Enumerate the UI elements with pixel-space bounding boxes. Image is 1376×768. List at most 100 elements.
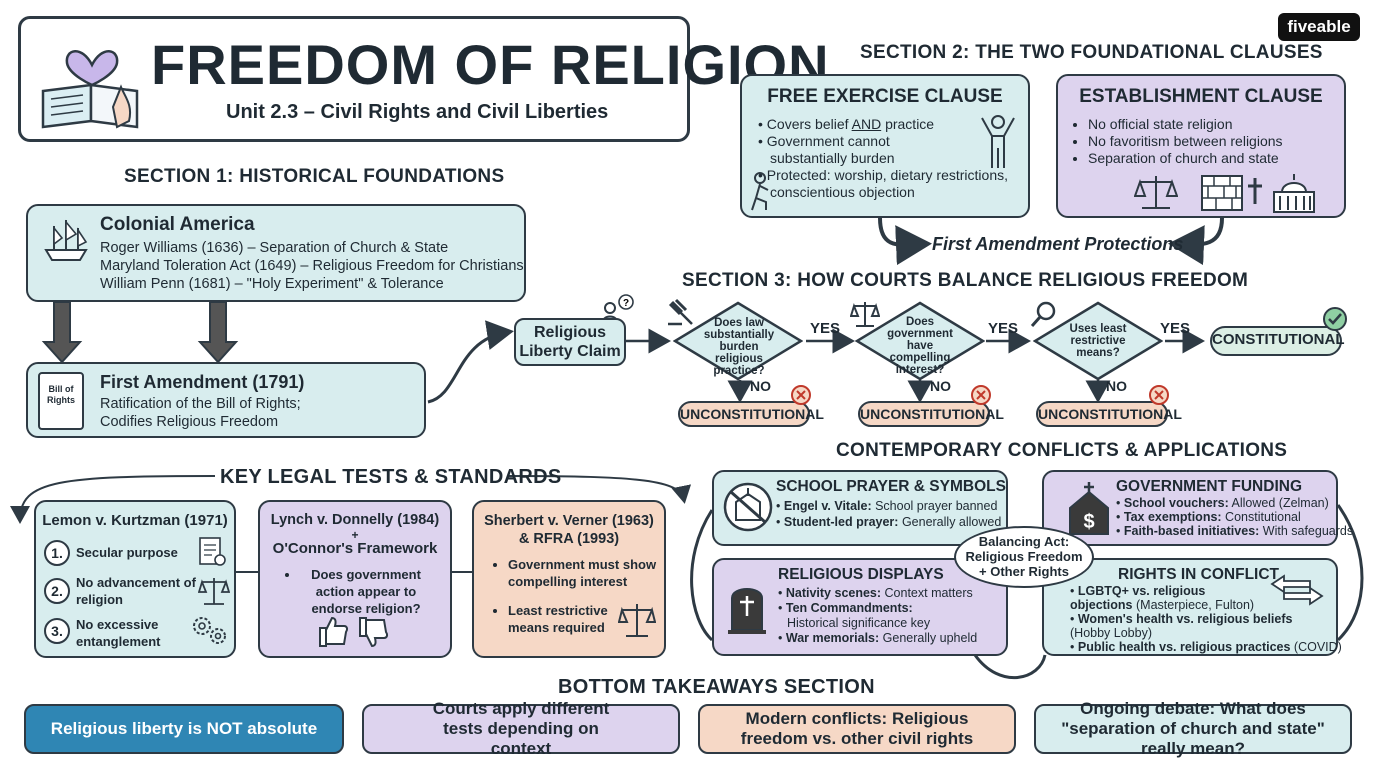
thumbs-up-icon: [319, 616, 349, 647]
displays-item-3: • War memorials: Generally upheld: [778, 631, 978, 645]
school-title: SCHOOL PRAYER & SYMBOLS: [776, 478, 1006, 495]
protections-label: First Amendment Protections: [932, 234, 1184, 254]
balancing-act-oval: Balancing Act: Religious Freedom + Other…: [954, 526, 1094, 588]
displays-title: RELIGIOUS DISPLAYS: [778, 566, 944, 583]
takeaway-1: Religious liberty is NOT absolute: [24, 704, 344, 754]
rights-item-2: • Women's health vs. religious beliefs (…: [1070, 612, 1293, 640]
funding-item-3: • Faith-based initiatives: With safeguar…: [1116, 524, 1354, 538]
sherbert-title: Sherbert v. Verner (1963) & RFRA (1993): [484, 513, 654, 547]
wall-icon: [1201, 175, 1243, 211]
arrow-amendment-to-claim: [427, 320, 514, 404]
page-title: FREEDOM OF RELIGION: [151, 33, 830, 96]
funding-title: GOVERNMENT FUNDING: [1116, 478, 1302, 495]
question-2-diamond: [855, 301, 985, 381]
question-1-diamond: [673, 301, 803, 381]
bill-of-rights-scroll-icon: Bill of Rights: [38, 372, 84, 430]
lemon-item-3: No excessive entanglement: [76, 617, 161, 649]
constitutional-label: CONSTITUTIONAL: [1212, 331, 1345, 348]
x-circle-icon: [791, 385, 811, 405]
ship-icon: [44, 219, 88, 261]
free-exercise-title: FREE EXERCISE CLAUSE: [767, 86, 1003, 107]
colonial-line-1: Roger Williams (1636) – Separation of Ch…: [100, 240, 449, 256]
lemon-title: Lemon v. Kurtzman (1971): [42, 512, 228, 529]
colonial-title: Colonial America: [100, 214, 255, 235]
establishment-list: No official state religion No favoritism…: [1070, 116, 1340, 167]
first-amendment-title: First Amendment (1791): [100, 372, 305, 392]
free-exercise-item-1: • Covers belief AND practice: [758, 116, 935, 132]
thumbs-down-icon: [359, 617, 389, 648]
book-heart-icon: [41, 50, 139, 129]
lynch-framework: O'Connor's Framework: [272, 540, 438, 557]
free-exercise-card: FREE EXERCISE CLAUSE • Covers belief AND…: [740, 74, 1030, 218]
religious-displays-card: RELIGIOUS DISPLAYS • Nativity scenes: Co…: [712, 558, 1008, 656]
first-amendment-line-1: Ratification of the Bill of Rights;: [100, 396, 301, 412]
yes-label-3: YES: [1160, 320, 1191, 337]
rights-title: RIGHTS IN CONFLICT: [1118, 566, 1280, 583]
school-item-1: • Engel v. Vitale: School prayer banned: [776, 499, 998, 513]
no-prayer-icon: [723, 482, 773, 532]
sherbert-item-2: Least restrictive means required: [508, 602, 608, 636]
lemon-card: Lemon v. Kurtzman (1971) 1. Secular purp…: [34, 500, 236, 658]
balancing-label: Balancing Act: Religious Freedom + Other…: [965, 534, 1083, 579]
displays-item-1: • Nativity scenes: Context matters: [778, 586, 973, 600]
unconstitutional-badge-2: UNCONSTITUTIONAL: [858, 401, 1004, 427]
header-card: FREEDOM OF RELIGION Unit 2.3 – Civil Rig…: [18, 16, 830, 142]
church-dollar-icon: $: [1069, 482, 1109, 535]
cross-icon: [1248, 178, 1262, 204]
takeaway-2: Courts apply different tests depending o…: [362, 699, 680, 758]
sherbert-card: Sherbert v. Verner (1963) & RFRA (1993) …: [472, 500, 666, 658]
establishment-card: ESTABLISHMENT CLAUSE No official state r…: [1056, 74, 1346, 218]
scroll-label: Bill of Rights: [47, 384, 75, 405]
swap-arrows-icon: [1270, 574, 1324, 606]
capitol-icon: [1273, 174, 1315, 213]
person-arms-up-icon: [981, 115, 1015, 168]
lynch-card: Lynch v. Donnelly (1984) + O'Connor's Fr…: [258, 500, 452, 658]
unconstitutional-badge-1: UNCONSTITUTIONAL: [678, 401, 824, 427]
displays-item-2: • Ten Commandments: Historical significa…: [778, 601, 931, 630]
brand-logo: fiveable: [1278, 13, 1360, 41]
takeaways-title: BOTTOM TAKEAWAYS SECTION: [558, 676, 875, 698]
rights-conflict-card: RIGHTS IN CONFLICT • LGBTQ+ vs. religiou…: [1042, 558, 1342, 656]
funding-item-1: • School vouchers: Allowed (Zelman): [1116, 496, 1329, 510]
lynch-list: Does government action appear to endorse…: [282, 566, 432, 617]
conflicts-title: CONTEMPORARY CONFLICTS & APPLICATIONS: [836, 440, 1288, 461]
section1-title: SECTION 1: HISTORICAL FOUNDATIONS: [124, 166, 505, 187]
check-circle-icon: [1323, 307, 1347, 331]
scales-small-icon: [850, 302, 880, 327]
free-exercise-item-3: • Protected: worship, dietary restrictio…: [758, 167, 1009, 200]
number-1-badge: 1.: [44, 540, 70, 566]
establishment-item-2: No favoritism between religions: [1088, 133, 1340, 150]
question-2-text: Does government have compelling interest…: [887, 316, 953, 376]
no-label-2: NO: [930, 378, 951, 394]
gavel-icon: [668, 298, 693, 326]
free-exercise-list: • Covers belief AND practice • Governmen…: [758, 116, 1026, 201]
no-label-3: NO: [1106, 378, 1127, 394]
yes-label-2: YES: [988, 320, 1019, 337]
first-amendment-line-2: Codifies Religious Freedom: [100, 414, 279, 430]
rights-item-3: • Public health vs. religious practices …: [1070, 640, 1342, 654]
funding-card: $ GOVERNMENT FUNDING • School vouchers: …: [1042, 470, 1353, 546]
page-subtitle: Unit 2.3 – Civil Rights and Civil Libert…: [226, 101, 609, 123]
school-item-2: • Student-led prayer: Generally allowed: [776, 515, 1002, 529]
funding-item-2: • Tax exemptions: Constitutional: [1116, 510, 1301, 524]
lemon-item-1: Secular purpose: [76, 545, 178, 560]
scales-icon-lemon: [198, 578, 230, 605]
rights-item-1: • LGBTQ+ vs. religious objections (Maste…: [1070, 584, 1255, 612]
lynch-item-1: Does government action appear to endorse…: [300, 566, 432, 617]
question-1-text: Does law substantially burden religious …: [703, 317, 775, 377]
lynch-title: Lynch v. Donnelly (1984): [270, 512, 440, 528]
yes-label-1: YES: [810, 320, 841, 337]
section2-title: SECTION 2: THE TWO FOUNDATIONAL CLAUSES: [860, 42, 1323, 63]
claim-label: Religious Liberty Claim: [519, 324, 621, 360]
praying-person-icon: [751, 172, 769, 211]
sherbert-item-1: Government must show compelling interest: [508, 556, 660, 590]
down-arrow-left: [41, 301, 83, 364]
free-exercise-item-2: • Government cannot substantially burden: [758, 133, 895, 166]
svg-text:$: $: [1083, 511, 1094, 533]
tests-title: KEY LEGAL TESTS & STANDARDS: [220, 466, 562, 488]
religious-liberty-claim: Religious Liberty Claim: [514, 318, 626, 366]
magnifier-icon: [1030, 301, 1056, 327]
unconstitutional-badge-3: UNCONSTITUTIONAL: [1036, 401, 1182, 427]
x-circle-icon-2: [971, 385, 991, 405]
establishment-item-3: Separation of church and state: [1088, 150, 1340, 167]
